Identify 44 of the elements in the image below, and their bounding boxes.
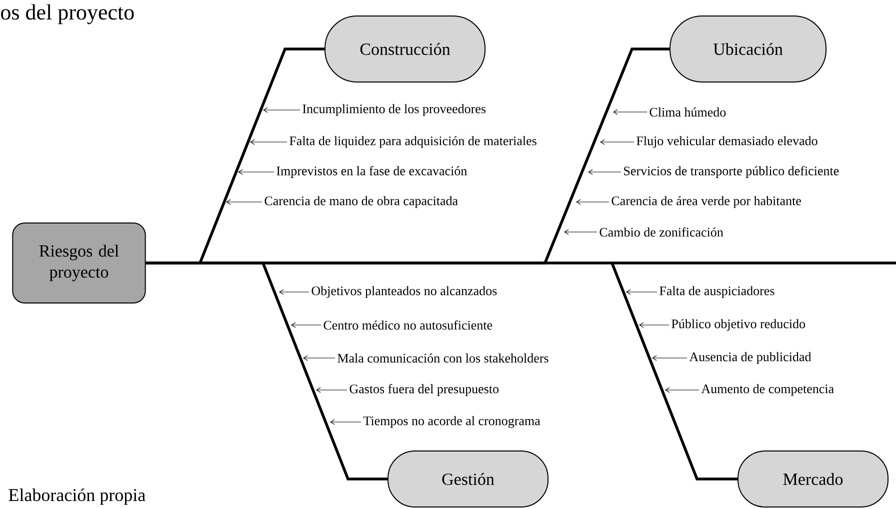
cause-text: Incumplimiento de los proveedores	[302, 104, 486, 116]
arrow	[639, 322, 670, 328]
arrow	[330, 419, 362, 425]
cause-text: Aumento de competencia	[701, 384, 834, 396]
cause-text: Objetivos planteados no alcanzados	[312, 286, 497, 298]
category-box: Construcción	[324, 16, 486, 82]
arrow	[303, 355, 336, 361]
cause-text: Servicios de transporte público deficiente	[624, 166, 839, 178]
fishbone-line	[146, 262, 738, 480]
cause-text: Gastos fuera del presupuesto	[350, 384, 499, 396]
cause-text: Tiempos no acorde al cronograma	[363, 416, 540, 428]
caption: Elaboración propia	[8, 488, 146, 505]
head-box: Riesgos del proyecto	[12, 222, 146, 304]
arrow	[291, 322, 322, 328]
cause-text: Cambio de zonificación	[600, 227, 724, 237]
arrow	[250, 139, 288, 145]
arrow	[238, 169, 274, 175]
cause-text: Mala comunicación con los stakeholders	[338, 353, 548, 363]
cause-text: Flujo vehicular demasiado elevado	[636, 136, 818, 148]
arrow	[652, 355, 688, 361]
arrow	[564, 229, 598, 235]
cause-text: Imprevistos en la fase de excavación	[276, 166, 467, 178]
category-box: Gestión	[388, 450, 548, 508]
cause-text: Falta de liquidez para adquisición de materiales	[290, 136, 536, 148]
category-box: Mercado	[738, 450, 889, 508]
arrow	[316, 387, 348, 393]
title: os del proyecto	[1, 4, 134, 24]
cause-text: Clima húmedo	[650, 107, 726, 117]
arrow	[626, 289, 658, 295]
arrow	[665, 387, 700, 393]
arrow	[576, 199, 610, 205]
cause-text: Centro médico no autosuficiente	[324, 320, 492, 330]
arrow	[588, 169, 622, 175]
cause-text: Carencia de área verde por habitante	[612, 196, 801, 208]
cause-text: Público objetivo reducido	[672, 319, 806, 331]
cause-text: Carencia de mano de obra capacitada	[264, 196, 458, 208]
arrow	[613, 109, 648, 115]
arrow	[600, 139, 634, 145]
arrow	[279, 289, 310, 295]
category-box: Ubicación	[670, 16, 826, 82]
cause-text: Ausencia de publicidad	[689, 352, 812, 364]
arrow	[263, 107, 300, 113]
cause-text: Falta de auspiciadores	[660, 286, 774, 298]
arrow	[226, 199, 262, 205]
